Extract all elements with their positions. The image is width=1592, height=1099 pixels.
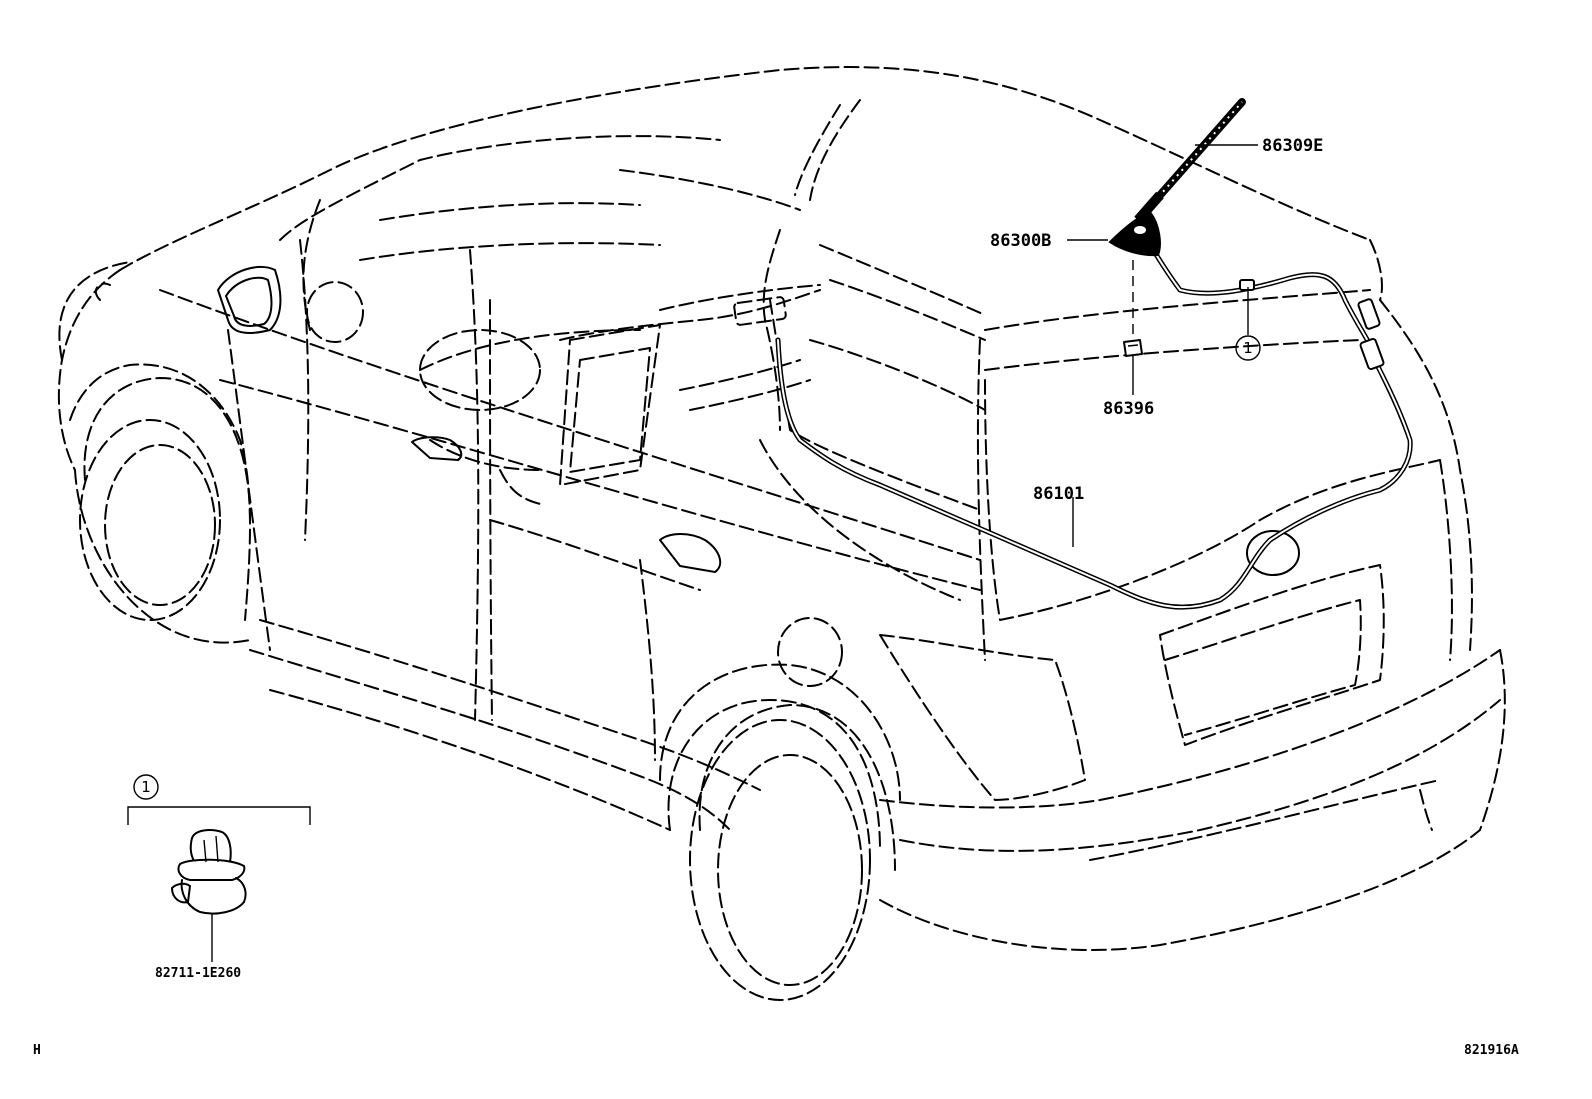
illustration-number: 821916A (1464, 1043, 1519, 1058)
clip-part-icon (171, 829, 247, 915)
callout-clip-on-car-number: 1 (1243, 339, 1253, 357)
antenna-rod (1134, 98, 1246, 224)
leader-lines (1067, 144, 1258, 547)
antenna-base (1108, 210, 1161, 257)
vehicle-body (57, 66, 1506, 1001)
callout-clip-detail-number: 1 (141, 778, 151, 796)
corner-code-left: H (33, 1043, 41, 1058)
antenna-nut (1123, 260, 1143, 357)
callout-clip-on-car: 1 (1235, 335, 1261, 361)
label-antenna-rod: 86309E (1262, 136, 1323, 156)
label-antenna-base: 86300B (990, 231, 1051, 251)
clip-detail: 1 82711-1E260 (127, 774, 311, 981)
antenna-cord (775, 221, 1413, 610)
label-antenna-nut: 86396 (1103, 399, 1154, 419)
label-antenna-cord: 86101 (1033, 484, 1084, 504)
label-clip-part: 82711-1E260 (155, 966, 241, 981)
